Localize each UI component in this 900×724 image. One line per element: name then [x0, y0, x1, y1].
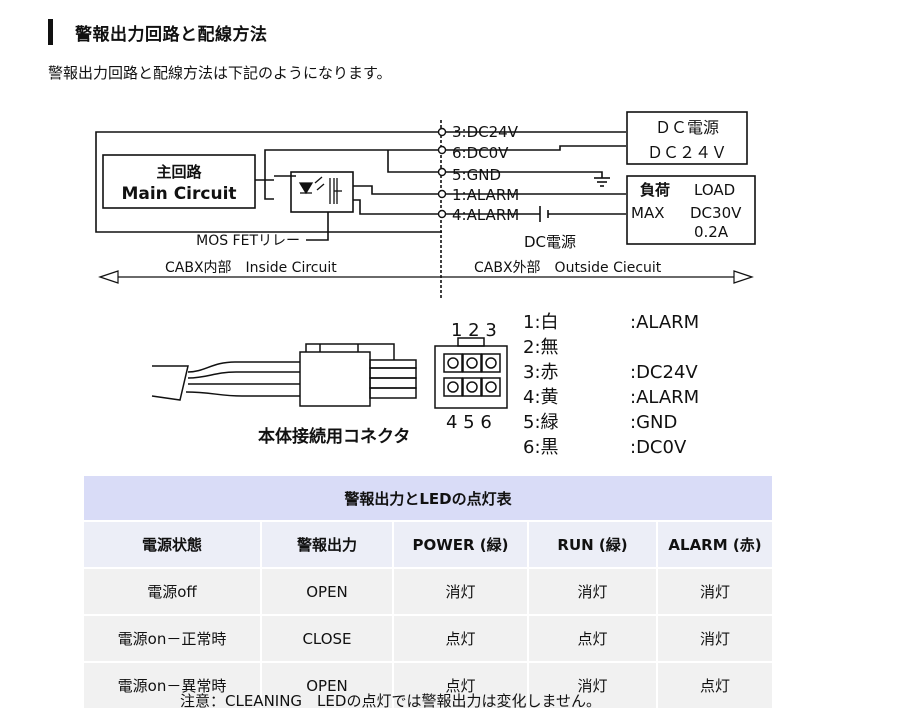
dc-supply-box	[626, 111, 748, 165]
header-alarm-output: 警報出力	[260, 520, 394, 569]
load-label-en: LOAD	[694, 181, 735, 199]
cell-alarm: 消灯	[656, 567, 774, 616]
load-max-voltage: DC30V	[690, 204, 742, 222]
pin-4-color: 4:黄	[523, 387, 559, 408]
mosfet-leader-line	[306, 212, 329, 241]
terminal-1	[437, 189, 447, 199]
intro-text: 警報出力回路と配線方法は下記のようになります。	[48, 64, 392, 82]
arrow-right-head	[733, 270, 754, 284]
table-row: 電源off OPEN 消灯 消灯 消灯	[82, 567, 774, 616]
header-alarm-led: ALARM (赤)	[656, 520, 774, 569]
load-box	[626, 175, 756, 245]
terminal-label-1: 1:ALARM	[452, 186, 519, 204]
pin-6-signal: :DC0V	[630, 437, 687, 458]
header-power-state: 電源状態	[82, 520, 262, 569]
heading-bar	[48, 19, 53, 45]
pin-3-signal: :DC24V	[630, 362, 698, 383]
gnd-inside-wire	[387, 150, 442, 173]
arrow-left-head	[98, 270, 119, 284]
terminal-label-6: 6:DC0V	[452, 144, 509, 162]
cell-state: 電源on－異常時	[82, 661, 262, 710]
main-circuit-label-jp: 主回路	[156, 163, 202, 181]
cell-state: 電源on－正常時	[82, 614, 262, 663]
mosfet-relay-box	[290, 171, 354, 213]
cell-output: OPEN	[260, 661, 394, 710]
pin-1-signal: :ALARM	[630, 312, 699, 333]
outside-circuit-label: CABX外部 Outside Ciecuit	[474, 260, 662, 276]
terminal-label-5: 5:GND	[452, 166, 501, 184]
connector-top-pins: 1 2 3	[451, 320, 497, 341]
terminal-5	[437, 167, 447, 177]
load-label-jp: 負荷	[640, 181, 670, 199]
cell-state: 電源off	[82, 567, 262, 616]
dc0v-inside-wire	[264, 149, 442, 200]
load-max-current: 0.2A	[694, 223, 729, 241]
terminal-6	[437, 145, 447, 155]
heading-text: 警報出力回路と配線方法	[75, 24, 268, 45]
dc-source-label: DC電源	[524, 233, 576, 251]
dc-supply-title: ＤＣ電源	[655, 118, 719, 137]
alarm1-inside-wire	[353, 185, 442, 195]
main-circuit-label-en: Main Circuit	[121, 184, 236, 204]
led-status-table: 警報出力とLEDの点灯表 電源状態 警報出力 POWER (緑) RUN (緑)…	[82, 474, 774, 710]
pin-6-color: 6:黒	[523, 437, 559, 458]
terminal-label-3: 3:DC24V	[452, 123, 519, 141]
cell-power: 点灯	[392, 661, 529, 710]
table-row: 電源on－異常時 OPEN 点灯 消灯 点灯	[82, 661, 774, 710]
connector-bottom-pins: 4 5 6	[446, 412, 492, 433]
cell-alarm: 点灯	[656, 661, 774, 710]
connector-label: 本体接続用コネクタ	[258, 426, 410, 447]
header-power-led: POWER (緑)	[392, 520, 529, 569]
terminal-3	[437, 127, 447, 137]
pin-1-color: 1:白	[523, 312, 559, 333]
inside-circuit-label: CABX内部 Inside Circuit	[165, 260, 337, 276]
cell-run: 消灯	[527, 661, 658, 710]
mosfet-label: MOS FETリレー	[196, 233, 300, 249]
cell-output: CLOSE	[260, 614, 394, 663]
load-max-label: MAX	[631, 204, 664, 222]
terminal-label-4: 4:ALARM	[452, 206, 519, 224]
cell-output: OPEN	[260, 567, 394, 616]
terminal-4	[437, 209, 447, 219]
cell-run: 点灯	[527, 614, 658, 663]
table-title: 警報出力とLEDの点灯表	[82, 474, 774, 522]
outer-wire-loop	[95, 131, 442, 233]
pin-3-color: 3:赤	[523, 362, 559, 383]
table-note: 注意：CLEANING LEDの点灯では警報出力は変化しません。	[180, 692, 601, 710]
pin-5-color: 5:緑	[523, 412, 559, 433]
section-heading: 警報出力回路と配線方法	[48, 18, 268, 46]
wiring-diagram: 主回路 Main Circuit MOS FETリレー CABX内部 Insid…	[95, 111, 756, 458]
main-circuit-box	[102, 154, 256, 209]
cell-power: 点灯	[392, 614, 529, 663]
dc-supply-voltage: ＤＣ２４Ｖ	[647, 143, 727, 162]
pin-4-signal: :ALARM	[630, 387, 699, 408]
connector-face	[434, 337, 508, 409]
alarm4-inside-wire	[353, 199, 442, 215]
cell-run: 消灯	[527, 567, 658, 616]
pin-5-signal: :GND	[630, 412, 677, 433]
gnd-outside-wire	[442, 171, 603, 178]
header-run-led: RUN (緑)	[527, 520, 658, 569]
photo-relay-icon	[298, 176, 342, 204]
cell-alarm: 消灯	[656, 614, 774, 663]
pin-2-color: 2:無	[523, 337, 559, 358]
dc0v-outside-wire	[442, 145, 626, 151]
table-row: 電源on－正常時 CLOSE 点灯 点灯 消灯	[82, 614, 774, 663]
connector-cable	[151, 343, 417, 407]
cell-power: 消灯	[392, 567, 529, 616]
